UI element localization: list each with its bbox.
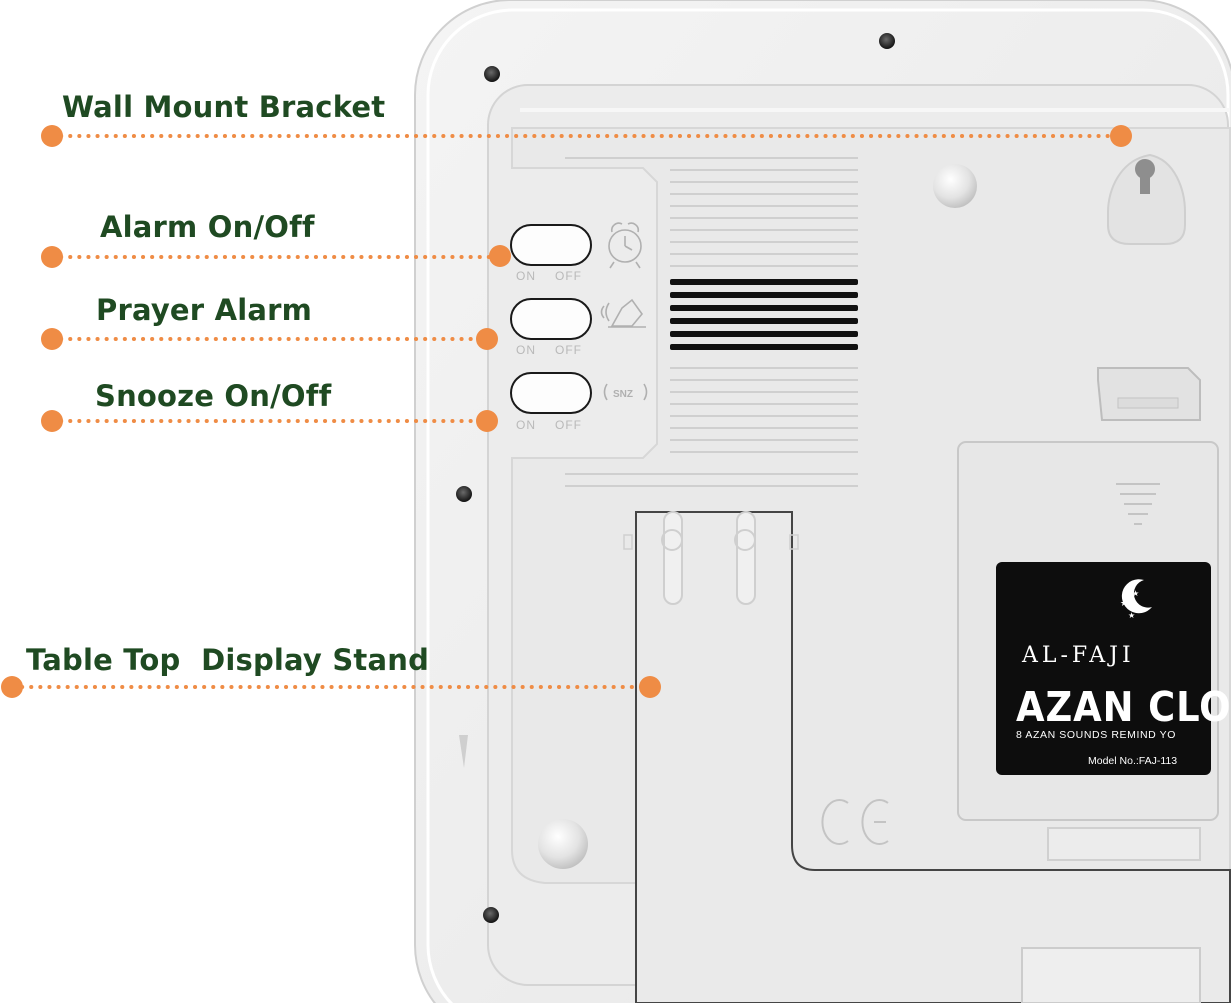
ce-mark-icon: [821, 799, 889, 845]
keyhole-wall-mount: [1107, 153, 1186, 245]
callout-label-prayer-alarm: Prayer Alarm: [96, 293, 313, 327]
sticker-model: Model No.:FAJ-113: [1088, 755, 1178, 767]
speaker-vent-lines: [565, 157, 858, 487]
bottom-tab: [1047, 827, 1201, 861]
alarm-switch-off-label: OFF: [555, 269, 582, 283]
prayer-alarm-switch[interactable]: [510, 298, 592, 340]
screws: [456, 33, 895, 923]
callout-lines: [11, 134, 1120, 689]
svg-text:SNZ: SNZ: [613, 389, 633, 400]
snooze-switch-off-label: OFF: [555, 418, 582, 432]
alarm-switch[interactable]: [510, 224, 592, 266]
sticker-subtitle: 8 AZAN SOUNDS REMIND YO: [1016, 729, 1177, 741]
callout-dots: [1, 125, 1132, 698]
product-sticker: [996, 562, 1211, 775]
sticker-title: AZAN CLO: [1016, 683, 1231, 731]
svg-text:★: ★: [1132, 589, 1139, 598]
svg-text:★: ★: [1128, 611, 1135, 620]
svg-text:★: ★: [1120, 598, 1128, 608]
alarm-clock-icon: [608, 222, 642, 269]
alarm-switch-on-label: ON: [516, 269, 536, 283]
callout-label-wall-mount: Wall Mount Bracket: [62, 90, 386, 124]
prayer-switch-off-label: OFF: [555, 343, 582, 357]
sticker-brand: AL-FAJI: [1022, 643, 1135, 668]
callout-label-display-stand: Table Top Display Stand: [26, 643, 430, 677]
edge-notch: [459, 735, 468, 768]
callout-label-snooze: Snooze On/Off: [95, 379, 332, 413]
snooze-switch[interactable]: [510, 372, 592, 414]
rubber-foot: [538, 819, 588, 869]
bottom-tab: [1021, 947, 1201, 1003]
prayer-switch-on-label: ON: [516, 343, 536, 357]
snooze-switch-on-label: ON: [516, 418, 536, 432]
callout-label-alarm: Alarm On/Off: [100, 210, 315, 244]
prayer-bell-icon: [600, 298, 646, 328]
rubber-foot: [933, 164, 977, 208]
display-stand[interactable]: [623, 511, 1231, 1003]
crescent-moon-logo-icon: ★ ★ ★: [1120, 579, 1152, 620]
snooze-icon: SNZ: [603, 383, 648, 401]
speaker-slots: [670, 279, 858, 350]
